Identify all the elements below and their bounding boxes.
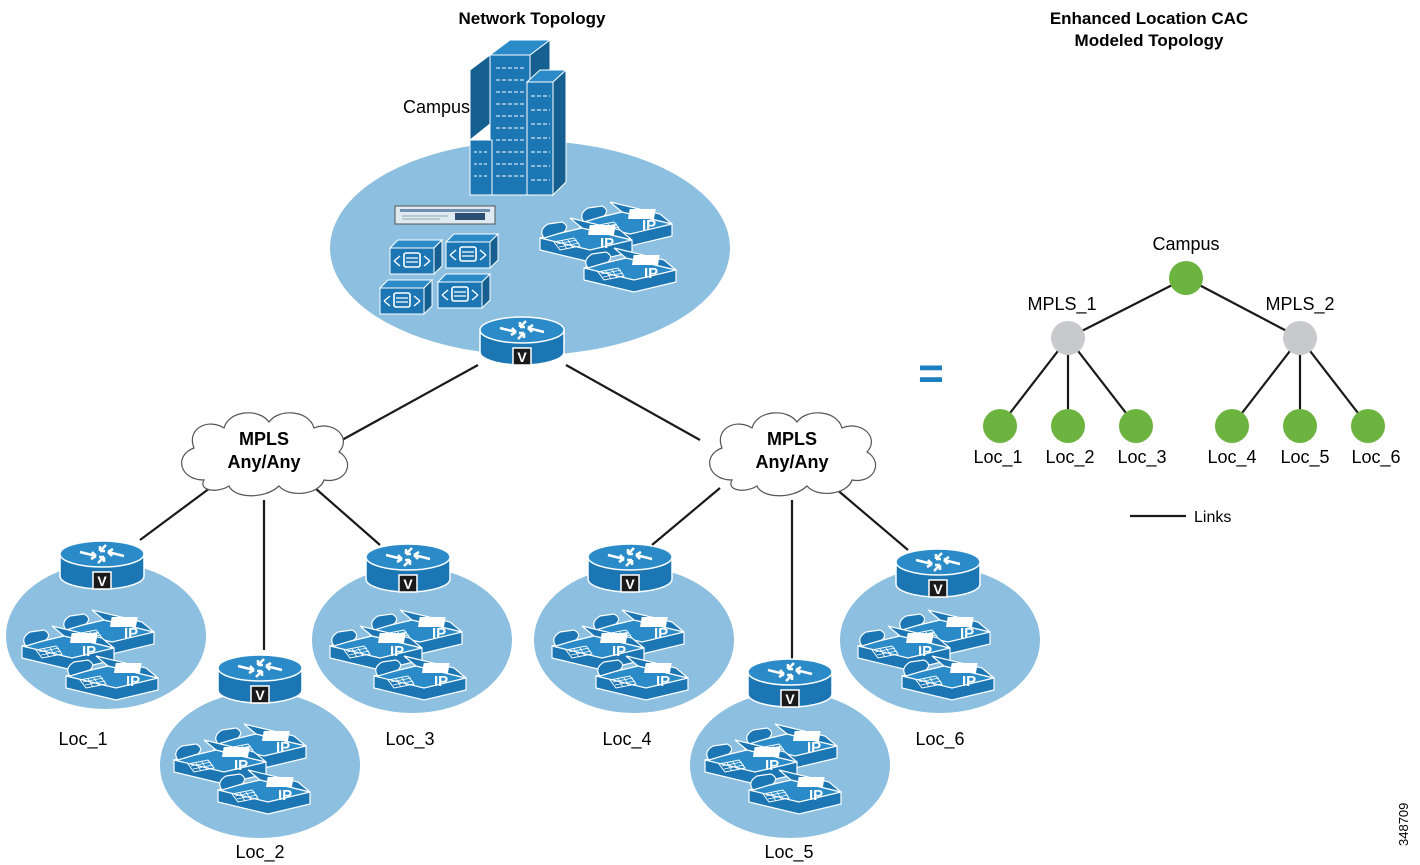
cloud-icon: MPLS Any/Any: [181, 412, 349, 497]
svg-text:V: V: [625, 576, 635, 592]
legend-links-label: Links: [1194, 509, 1231, 526]
server-icon: [394, 205, 496, 225]
site-label: Loc_6: [915, 729, 964, 750]
node-label-loc-2: Loc_2: [1045, 447, 1094, 468]
node-mpls-1: [1051, 321, 1085, 355]
model-nodes: [983, 261, 1385, 443]
node-label-loc-4: Loc_4: [1207, 447, 1256, 468]
router-icon: V: [746, 657, 834, 709]
router-icon: V: [216, 653, 304, 705]
node-label-loc-3: Loc_3: [1117, 447, 1166, 468]
router-icon: V: [58, 539, 146, 591]
node-label-campus: Campus: [1152, 234, 1219, 254]
node-label-mpls-1: MPLS_1: [1027, 294, 1096, 315]
model-labels: Campus MPLS_1 MPLS_2 Loc_1 Loc_2 Loc_3 L…: [973, 234, 1400, 468]
node-label-loc-5: Loc_5: [1280, 447, 1329, 468]
site-loc-5: V Loc_5: [690, 657, 890, 863]
site-label: Loc_3: [385, 729, 434, 750]
site-loc-2: V Loc_2: [160, 653, 360, 863]
site-label: Loc_1: [58, 729, 107, 750]
site-loc-6: V Loc_6: [840, 547, 1040, 750]
figure-id: 348709: [1396, 803, 1411, 846]
cloud-2-line2: Any/Any: [755, 452, 828, 472]
node-label-loc-1: Loc_1: [973, 447, 1022, 468]
campus-label: Campus: [403, 97, 470, 117]
site-label: Loc_4: [602, 729, 651, 750]
svg-text:V: V: [403, 576, 413, 592]
cloud-1-line2: Any/Any: [227, 452, 300, 472]
network-topology-title: Network Topology: [458, 9, 606, 28]
cloud-2-line1: MPLS: [767, 429, 817, 449]
site-loc-1: V Loc_1: [6, 539, 206, 750]
node-label-loc-6: Loc_6: [1351, 447, 1400, 468]
network-links: [139, 364, 909, 662]
node-loc-1: [983, 409, 1017, 443]
cac-title-line2: Modeled Topology: [1075, 31, 1224, 50]
router-icon: V: [586, 542, 674, 594]
cac-title-line1: Enhanced Location CAC: [1050, 9, 1248, 28]
node-campus: [1169, 261, 1203, 295]
svg-text:V: V: [933, 581, 943, 597]
router-icon: V: [478, 315, 566, 367]
cloud-1-line1: MPLS: [239, 429, 289, 449]
node-loc-3: [1119, 409, 1153, 443]
equals-sign: =: [918, 349, 944, 398]
site-label: Loc_2: [235, 842, 284, 863]
svg-text:V: V: [255, 687, 265, 703]
svg-text:V: V: [785, 691, 795, 707]
site-loc-3: V Loc_3: [312, 542, 512, 750]
node-loc-4: [1215, 409, 1249, 443]
site-label: Loc_5: [764, 842, 813, 863]
svg-text:V: V: [97, 573, 107, 589]
router-icon: V: [894, 547, 982, 599]
cloud-icon: MPLS Any/Any: [709, 412, 877, 497]
campus-site: Campus V: [330, 39, 730, 367]
node-loc-6: [1351, 409, 1385, 443]
site-loc-4: V Loc_4: [534, 542, 734, 750]
node-loc-2: [1051, 409, 1085, 443]
model-links: [999, 277, 1369, 427]
building-icon: [469, 39, 568, 197]
router-icon: V: [364, 542, 452, 594]
node-label-mpls-2: MPLS_2: [1265, 294, 1334, 315]
svg-text:V: V: [517, 349, 527, 365]
legend: Links: [1130, 509, 1231, 526]
node-mpls-2: [1283, 321, 1317, 355]
node-loc-5: [1283, 409, 1317, 443]
